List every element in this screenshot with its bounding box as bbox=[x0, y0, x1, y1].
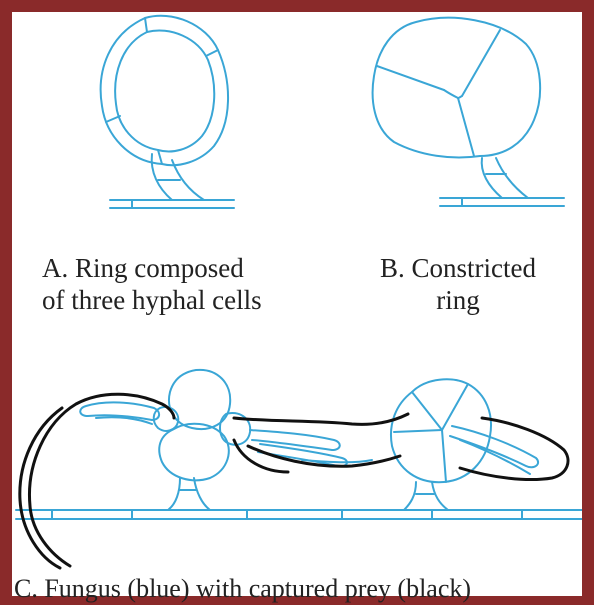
ring-b-wall-bottom bbox=[458, 98, 474, 156]
ring-b-center-a bbox=[444, 90, 458, 98]
captured-prey bbox=[20, 394, 568, 568]
caption-b-line1: B. Constricted bbox=[380, 252, 536, 284]
trap-left-stalk bbox=[168, 478, 210, 510]
hypha-c bbox=[16, 510, 582, 519]
trap-right-stalk bbox=[404, 482, 448, 510]
ring-a bbox=[101, 16, 234, 208]
ring-b-wall-top bbox=[462, 30, 500, 96]
trap-c-left bbox=[154, 370, 250, 510]
prey-tail-lower bbox=[20, 408, 62, 568]
trap-left-cell-mid bbox=[159, 424, 229, 481]
trap-right-wall-2 bbox=[442, 384, 468, 430]
caption-a-line1: A. Ring composed bbox=[42, 252, 262, 284]
ring-b bbox=[373, 18, 564, 206]
ring-a-septum-right bbox=[206, 50, 218, 56]
ring-a-septum-top bbox=[145, 18, 147, 32]
ring-a-septum-left bbox=[106, 116, 120, 122]
trap-right-wall-1 bbox=[412, 392, 442, 430]
ring-a-septum-bottom bbox=[158, 150, 162, 164]
ring-b-center-b bbox=[458, 96, 462, 98]
caption-b: B. Constricted ring bbox=[380, 252, 536, 316]
figure-panel: A. Ring composed of three hyphal cells B… bbox=[12, 12, 582, 596]
caption-b-line2: ring bbox=[380, 284, 536, 316]
trap-right-wall-4 bbox=[394, 430, 442, 432]
trap-right-wall-3 bbox=[442, 430, 446, 482]
ring-a-inner bbox=[115, 30, 214, 151]
prey-head bbox=[460, 418, 568, 480]
prey-body-top bbox=[234, 414, 408, 424]
ring-b-outline bbox=[373, 18, 541, 158]
ring-a-outer bbox=[101, 16, 228, 165]
ring-b-wall-left bbox=[377, 66, 444, 90]
caption-c: C. Fungus (blue) with captured prey (bla… bbox=[14, 573, 471, 605]
ring-b-stalk-right bbox=[496, 158, 528, 198]
caption-a-line2: of three hyphal cells bbox=[42, 284, 262, 316]
caption-a: A. Ring composed of three hyphal cells bbox=[42, 252, 262, 316]
prey-body-bottom bbox=[234, 440, 400, 472]
